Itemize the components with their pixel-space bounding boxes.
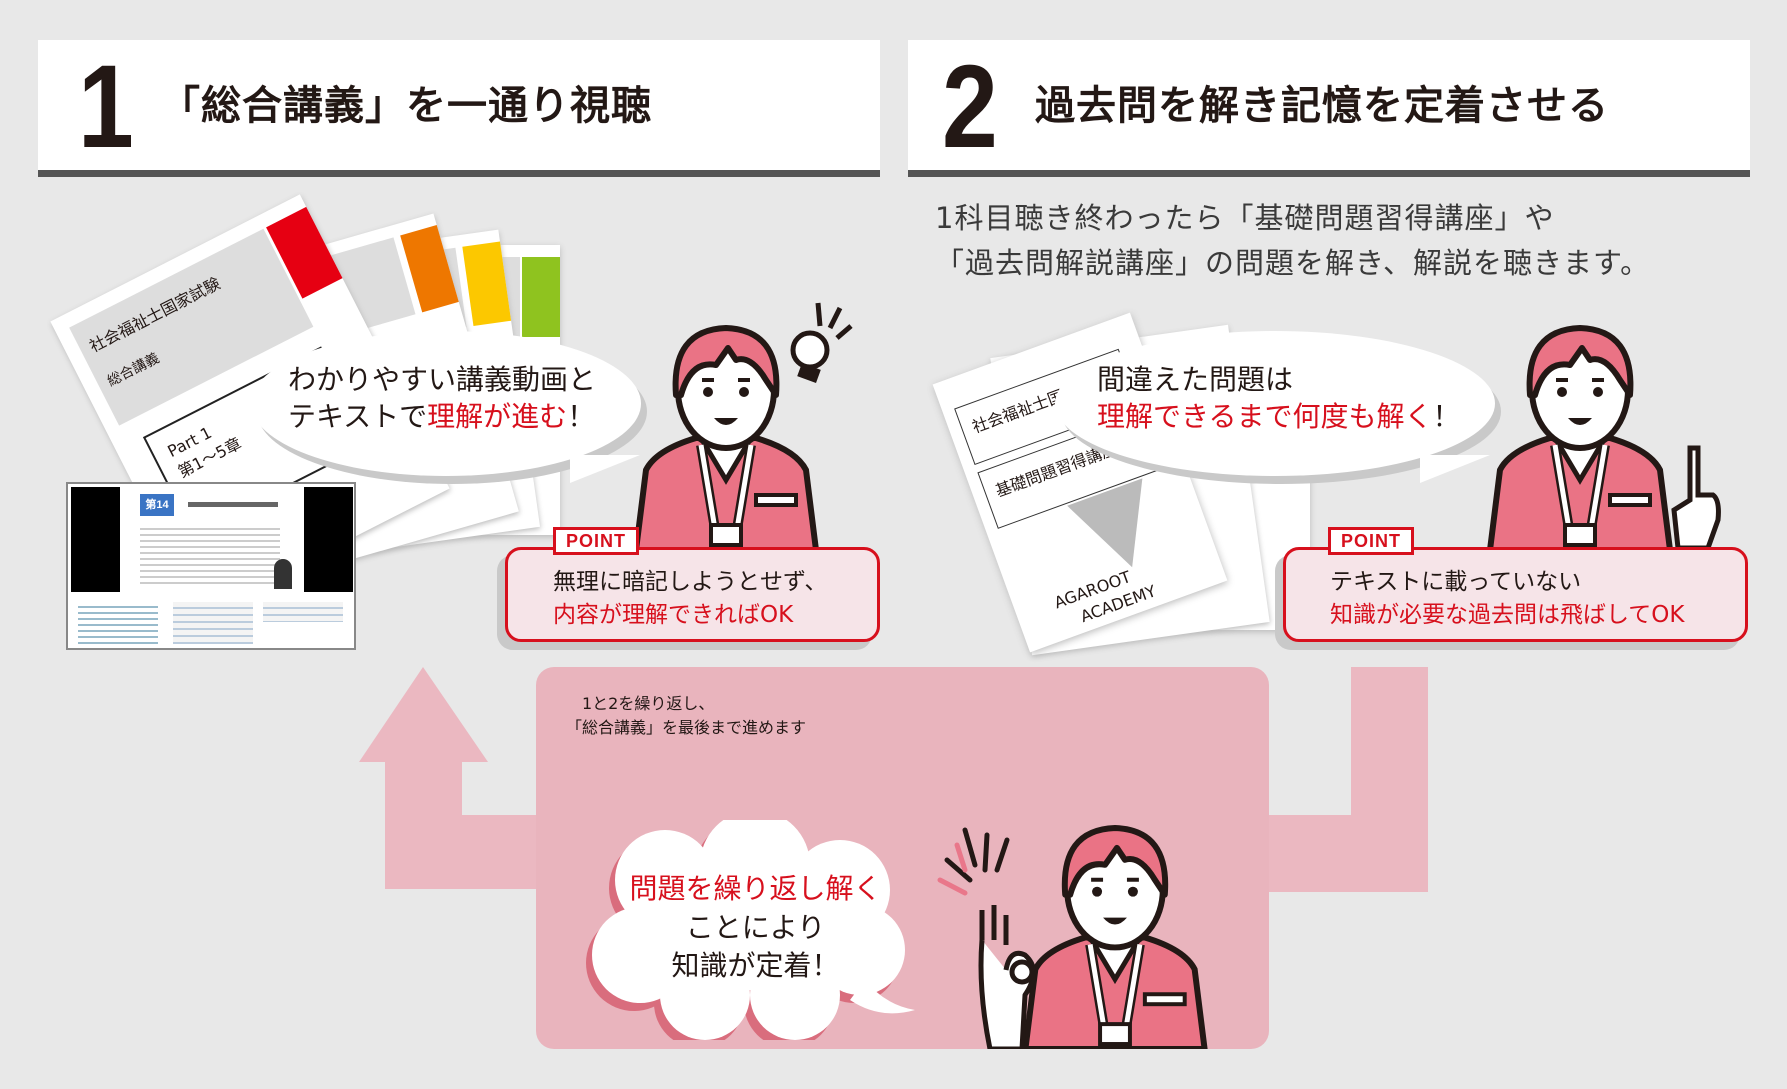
ok-hand-icon (978, 905, 1036, 1049)
bubble2-text: 間違えた問題は 理解できるまで何度も解く！ (1097, 362, 1460, 436)
step2-header: 2 過去問を解き記憶を定着させる (908, 40, 1750, 177)
bubble-line: ！ (567, 399, 596, 433)
thought-cloud (586, 820, 915, 1040)
bubble-line: 間違えた問題は (1097, 363, 1294, 396)
cloud-highlight: 問題を繰り返し解く (629, 872, 882, 905)
step1-header: 1 「総合講義」を一通り視聴 (38, 40, 880, 177)
cloud-line: 知識が定着！ (671, 949, 840, 983)
bubble-line: テキストで (288, 399, 428, 433)
point2-text: テキストに載っていない 知識が必要な過去問は飛ばしてOK (1330, 566, 1685, 631)
step-title: 「総合講義」を一通り視聴 (160, 83, 652, 129)
lecture-video-screenshot: 第14章 (66, 482, 356, 650)
cloud-text: 問題を繰り返し解く ことにより 知識が定着！ (593, 870, 918, 986)
point-highlight: 知識が必要な過去問は飛ばしてOK (1330, 601, 1685, 628)
cloud-line: ことにより (685, 910, 826, 944)
point-line: 無理に暗記しようとせず、 (553, 569, 828, 595)
bubble1-text: わかりやすい講義動画と テキストで理解が進む！ (288, 362, 596, 436)
bubble-tail (1420, 455, 1490, 483)
step-number: 1 (78, 41, 134, 173)
instructor-character-2 (1470, 320, 1690, 553)
step-title: 過去問を解き記憶を定着させる (1035, 83, 1609, 129)
bubble-line: わかりやすい講義動画と (288, 363, 597, 396)
repeat-summary-text: 1と2を繰り返し、 「総合講義」を最後まで進めます (566, 690, 806, 738)
bubble-tail (570, 455, 640, 483)
point-box-2 (1283, 547, 1748, 642)
point-tag: POINT (1328, 527, 1414, 555)
instructor-character-3 (1000, 820, 1230, 1052)
point-highlight: 内容が理解できればOK (553, 601, 794, 628)
description-line: 1科目聴き終わったら「基礎問題習得講座」や (935, 201, 1555, 235)
sparkle-lines-icon (937, 827, 1010, 896)
point-tag: POINT (553, 527, 639, 555)
instructor-character-1 (616, 320, 836, 553)
point1-text: 無理に暗記しようとせず、 内容が理解できればOK (553, 566, 827, 631)
point-box-1 (505, 547, 880, 642)
speech-bubble-1 (251, 331, 641, 476)
description-line: 「過去問解説講座」の問題を解き、解説を聴きます。 (935, 245, 1651, 280)
summary-line: 1と2を繰り返し、 (582, 694, 715, 713)
point-line: テキストに載っていない (1330, 569, 1582, 595)
step-number: 2 (942, 41, 998, 173)
bubble-line: ！ (1432, 399, 1461, 433)
speech-bubble-2 (1055, 331, 1495, 476)
step2-description: 1科目聴き終わったら「基礎問題習得講座」や 「過去問解説講座」の問題を解き、解説… (935, 196, 1650, 286)
bubble-highlight: 理解が進む (427, 399, 568, 433)
summary-line: 「総合講義」を最後まで進めます (566, 718, 807, 737)
lightbulb-icon (790, 302, 853, 383)
bubble-highlight: 理解できるまで何度も解く (1097, 399, 1433, 433)
